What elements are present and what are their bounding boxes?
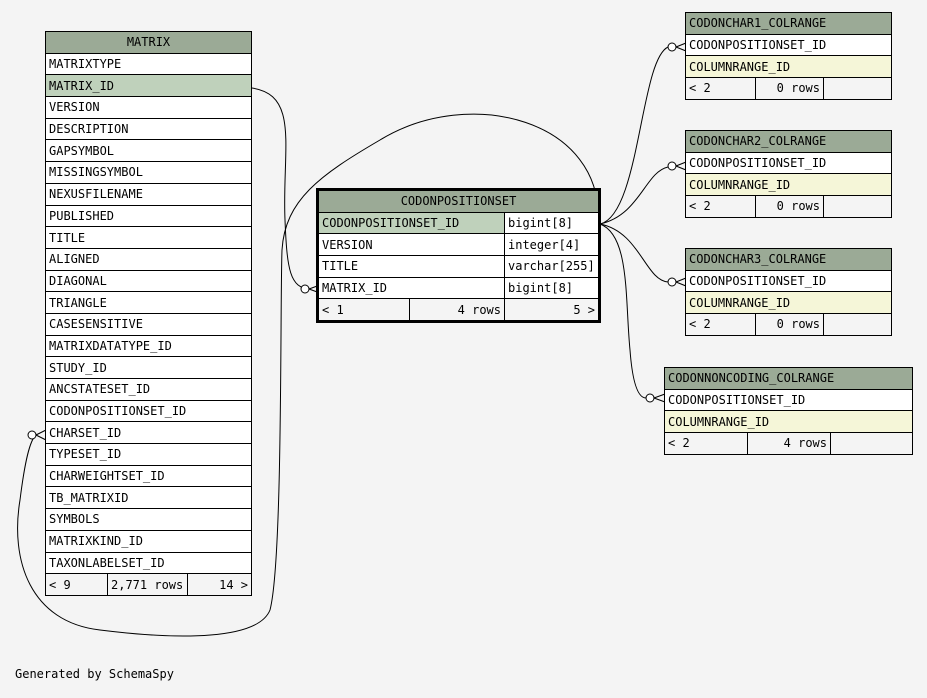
column[interactable]: TITLE [45,226,252,249]
link-to-codonchar2 [599,166,669,225]
table-codonchar1-colrange[interactable]: CODONCHAR1_COLRANGE CODONPOSITIONSET_ID … [685,12,892,100]
link-end-circle [667,42,677,52]
column-type: varchar[255] [504,255,599,278]
column[interactable]: CODONPOSITIONSET_ID [45,399,252,423]
column[interactable]: GAPSYMBOL [45,139,252,163]
link-end-circle [645,393,655,403]
row-count: 4 rows [409,298,505,322]
children-count [823,313,892,336]
column[interactable]: ANCSTATESET_ID [45,378,252,401]
column[interactable]: SYMBOLS [45,508,252,531]
column[interactable]: MATRIXTYPE [45,52,252,76]
link-end-circle [27,430,37,440]
link-end-circle [300,284,310,294]
primary-key-column[interactable]: MATRIX_ID [45,74,252,98]
parents-count[interactable]: < 2 [685,195,756,218]
column[interactable]: TITLE [318,255,505,278]
column[interactable]: MATRIX_ID [318,276,505,300]
column[interactable]: COLUMNRANGE_ID [685,55,892,79]
table-codonnoncoding-colrange[interactable]: CODONNONCODING_COLRANGE CODONPOSITIONSET… [664,367,913,455]
table-codonchar3-colrange[interactable]: CODONCHAR3_COLRANGE CODONPOSITIONSET_ID … [685,248,892,336]
children-count[interactable]: 14 > [187,573,252,596]
parents-count[interactable]: < 2 [685,313,756,336]
column[interactable]: VERSION [45,96,252,119]
column[interactable]: PUBLISHED [45,204,252,228]
table-codonchar2-colrange[interactable]: CODONCHAR2_COLRANGE CODONPOSITIONSET_ID … [685,130,892,218]
table-header[interactable]: CODONPOSITIONSET [318,190,599,213]
column[interactable]: CHARSET_ID [45,421,252,445]
row-count: 0 rows [755,195,824,218]
link-to-codonchar3 [599,223,669,283]
table-header[interactable]: CODONNONCODING_COLRANGE [664,367,913,390]
row-count: 0 rows [755,77,824,100]
column[interactable]: CHARWEIGHTSET_ID [45,464,252,488]
link-to-codonnoncoding [599,223,647,399]
column[interactable]: MISSINGSYMBOL [45,161,252,184]
children-count[interactable]: 5 > [504,298,599,322]
column[interactable]: DESCRIPTION [45,117,252,141]
table-header[interactable]: CODONCHAR3_COLRANGE [685,248,892,271]
column[interactable]: VERSION [318,233,505,257]
column[interactable]: CASESENSITIVE [45,312,252,336]
primary-key-column[interactable]: CODONPOSITIONSET_ID [318,211,505,235]
column[interactable]: TB_MATRIXID [45,486,252,510]
row-count: 2,771 rows [107,573,188,596]
column[interactable]: COLUMNRANGE_ID [685,291,892,315]
column[interactable]: COLUMNRANGE_ID [664,410,913,434]
children-count [823,77,892,100]
generated-by-label: Generated by SchemaSpy [15,667,174,681]
column[interactable]: TYPESET_ID [45,443,252,466]
children-count [830,432,913,455]
parents-count[interactable]: < 2 [685,77,756,100]
link-end-circle [667,277,677,287]
column[interactable]: TRIANGLE [45,291,252,314]
table-header[interactable]: CODONCHAR2_COLRANGE [685,130,892,153]
column[interactable]: CODONPOSITIONSET_ID [685,33,892,57]
column-type: integer[4] [504,233,599,257]
column-type: bigint[8] [504,211,599,235]
table-header[interactable]: MATRIX [45,31,252,54]
column[interactable]: MATRIXKIND_ID [45,529,252,553]
parents-count[interactable]: < 9 [45,573,108,596]
column[interactable]: ALIGNED [45,247,252,271]
column[interactable]: TAXONLABELSET_ID [45,551,252,575]
column[interactable]: COLUMNRANGE_ID [685,173,892,197]
column[interactable]: CODONPOSITIONSET_ID [685,269,892,293]
link-codonpositionset-to-matrix [17,113,599,637]
column[interactable]: DIAGONAL [45,269,252,293]
parents-count[interactable]: < 1 [317,298,411,322]
column[interactable]: CODONPOSITIONSET_ID [664,388,913,412]
table-codonpositionset[interactable]: CODONPOSITIONSET CODONPOSITIONSET_ID big… [316,187,601,324]
column[interactable]: CODONPOSITIONSET_ID [685,151,892,175]
row-count: 4 rows [747,432,831,455]
column-type: bigint[8] [504,276,599,300]
row-count: 0 rows [755,313,824,336]
link-to-codonchar1 [599,46,669,225]
column[interactable]: MATRIXDATATYPE_ID [45,334,252,358]
children-count [823,195,892,218]
link-end-circle [667,161,677,171]
parents-count[interactable]: < 2 [664,432,748,455]
column[interactable]: STUDY_ID [45,356,252,379]
column[interactable]: NEXUSFILENAME [45,182,252,206]
link-matrix-to-codonpositionset [251,87,311,290]
table-header[interactable]: CODONCHAR1_COLRANGE [685,12,892,35]
table-matrix[interactable]: MATRIX MATRIXTYPE MATRIX_ID VERSION DESC… [45,31,252,596]
